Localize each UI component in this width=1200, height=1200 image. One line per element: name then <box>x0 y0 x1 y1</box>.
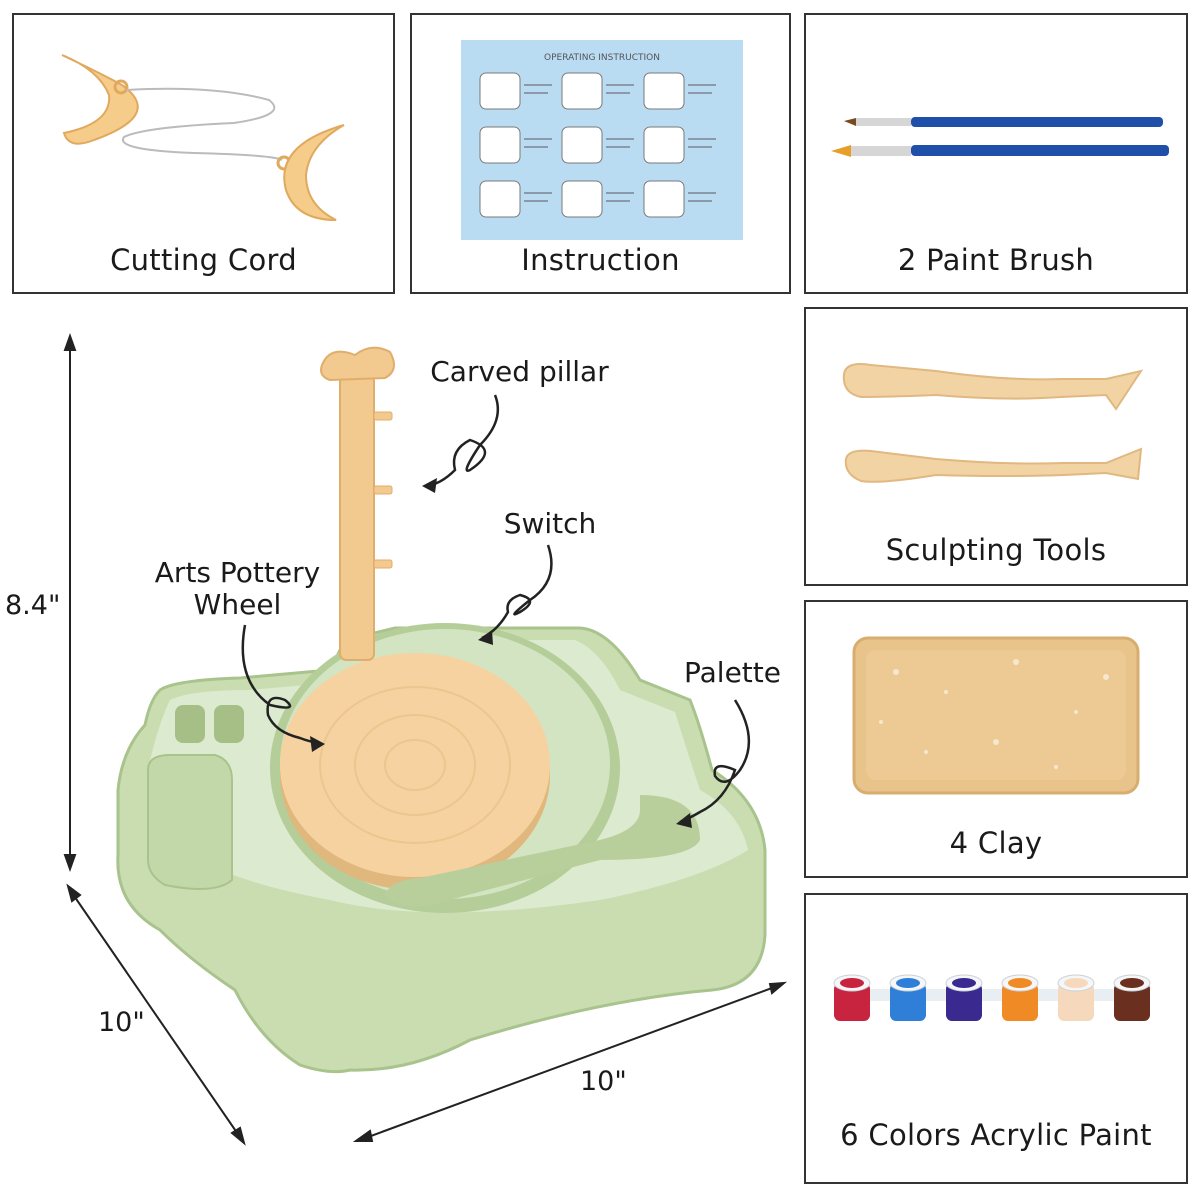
paint-pot <box>1113 974 1151 1021</box>
pottery-wheel-image <box>63 333 788 1146</box>
instruction-sheet-image: OPERATING INSTRUCTION <box>461 40 743 240</box>
component-label: 2 Paint Brush <box>897 243 1095 277</box>
width-dimension-line <box>359 984 781 1141</box>
paint-pots-image <box>833 974 1151 1021</box>
component-label: 6 Colors Acrylic Paint <box>840 1118 1152 1152</box>
depth-dimension-line <box>69 889 243 1141</box>
paint-pot <box>945 974 983 1021</box>
callout-wheel-line1: Arts Pottery <box>154 556 321 589</box>
component-card-clay: 4 Clay <box>804 600 1188 878</box>
callout-wheel: Arts Pottery Wheel <box>145 556 330 622</box>
callout-carved-pillar: Carved pillar <box>430 355 609 388</box>
component-card-sculpting-tools: Sculpting Tools <box>804 307 1188 586</box>
paint-brush-image <box>831 117 1169 157</box>
component-card-paint-brush: 2 Paint Brush <box>804 13 1188 294</box>
paint-pot <box>1001 974 1039 1021</box>
component-label: Cutting Cord <box>110 243 297 277</box>
component-card-acrylic-paint: 6 Colors Acrylic Paint <box>804 893 1188 1184</box>
depth-dimension-label: 10" <box>98 1007 145 1038</box>
component-label: Instruction <box>521 243 680 277</box>
paint-pot <box>889 974 927 1021</box>
sculpting-tools-image <box>842 363 1144 483</box>
callout-palette: Palette <box>684 656 781 689</box>
cutting-cord-image <box>61 54 345 221</box>
clay-block-image <box>852 636 1140 795</box>
callout-wheel-line2: Wheel <box>193 588 282 622</box>
callout-switch: Switch <box>503 507 597 540</box>
paint-pot <box>833 974 871 1021</box>
height-dimension-label: 8.4" <box>5 590 61 621</box>
component-card-instruction: OPERATING INSTRUCTION Instruction <box>410 13 791 294</box>
component-card-cutting-cord: Cutting Cord <box>12 13 395 294</box>
paint-pot <box>1057 974 1095 1021</box>
instruction-sheet-title: OPERATING INSTRUCTION <box>544 53 660 63</box>
width-dimension-label: 10" <box>580 1066 627 1097</box>
component-label: Sculpting Tools <box>885 533 1107 567</box>
component-label: 4 Clay <box>949 826 1043 860</box>
